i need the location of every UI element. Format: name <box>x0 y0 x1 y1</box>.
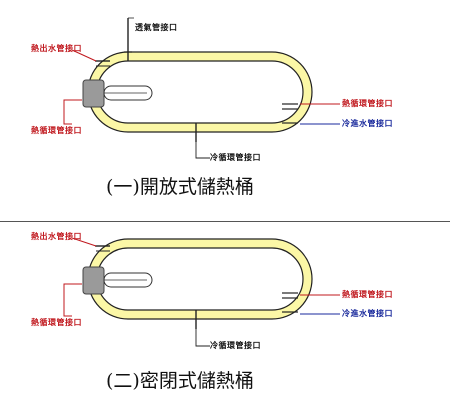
tank-drawing-open <box>63 17 340 159</box>
tank-wall <box>87 51 313 133</box>
label-cold-circ: 冷循環管接口 <box>210 341 261 350</box>
label-cold-in: 冷進水管接口 <box>342 119 393 128</box>
label-vent-pipe: 透氣管接口 <box>135 23 178 32</box>
tank-drawing-closed <box>63 237 340 347</box>
leader-hot-circ-left <box>63 283 82 317</box>
label-hot-circ-right: 熱循環管接口 <box>342 290 393 299</box>
label-hot-circ-right: 熱循環管接口 <box>342 99 393 108</box>
label-hot-circ-left: 熱循環管接口 <box>31 126 82 135</box>
caption-closed-tank: (二)密閉式儲熱桶 <box>106 370 254 392</box>
label-hot-water-out: 熱出水管接口 <box>31 44 82 53</box>
leader-cold-circ <box>195 142 210 159</box>
leader-hot-out <box>71 49 97 62</box>
label-cold-in: 冷進水管接口 <box>342 309 393 318</box>
leader-cold-circ <box>195 329 210 347</box>
diagram-open-tank: 透氣管接口 熱出水管接口 熱循環管接口 熱循環管接口 冷進水管接口 冷循環管接口… <box>31 17 393 198</box>
section-divider <box>0 221 450 222</box>
label-hot-circ-left: 熱循環管接口 <box>31 318 82 327</box>
leader-hot-circ-left <box>63 99 82 125</box>
leader-hot-out <box>71 237 97 247</box>
tank-wall <box>87 238 313 320</box>
label-cold-circ: 冷循環管接口 <box>210 153 261 162</box>
heater-body <box>82 266 105 295</box>
diagram-closed-tank: 熱出水管接口 熱循環管接口 熱循環管接口 冷進水管接口 冷循環管接口 (二)密閉… <box>0 222 450 419</box>
label-hot-water-out: 熱出水管接口 <box>31 232 82 241</box>
heater-body <box>82 79 105 108</box>
caption-open-tank: (一)開放式儲熱桶 <box>106 176 254 198</box>
